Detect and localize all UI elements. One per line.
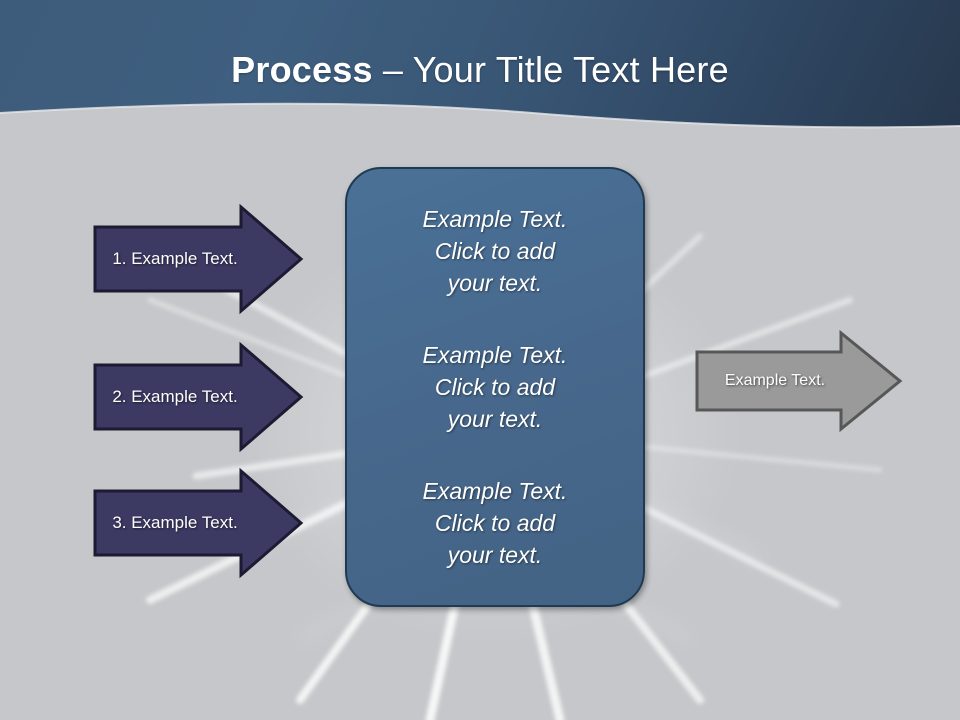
header-wave-divider: [0, 102, 960, 140]
process-output-arrow[interactable]: Example Text.: [695, 330, 903, 432]
center-paragraph-3: Example Text. Click to add your text.: [422, 478, 568, 568]
page-title-rest: – Your Title Text Here: [372, 49, 729, 90]
center-paragraph-2: Example Text. Click to add your text.: [422, 342, 568, 432]
arrow-right-shape-icon: [93, 341, 304, 453]
page-title-bold: Process: [231, 49, 373, 90]
page-title: Process – Your Title Text Here: [0, 48, 960, 92]
center-content-box[interactable]: Example Text. Click to add your text. Ex…: [345, 167, 645, 607]
center-paragraph-1: Example Text. Click to add your text.: [422, 206, 568, 296]
arrow-right-shape-icon: [93, 203, 304, 315]
process-step-arrow-2[interactable]: 2. Example Text.: [93, 341, 305, 453]
process-step-arrow-3[interactable]: 3. Example Text.: [93, 467, 305, 579]
slide-header: Process – Your Title Text Here: [0, 0, 960, 140]
arrow-right-shape-icon: [93, 467, 304, 579]
process-step-arrow-1[interactable]: 1. Example Text.: [93, 203, 305, 315]
arrow-right-shape-icon: [695, 330, 903, 432]
